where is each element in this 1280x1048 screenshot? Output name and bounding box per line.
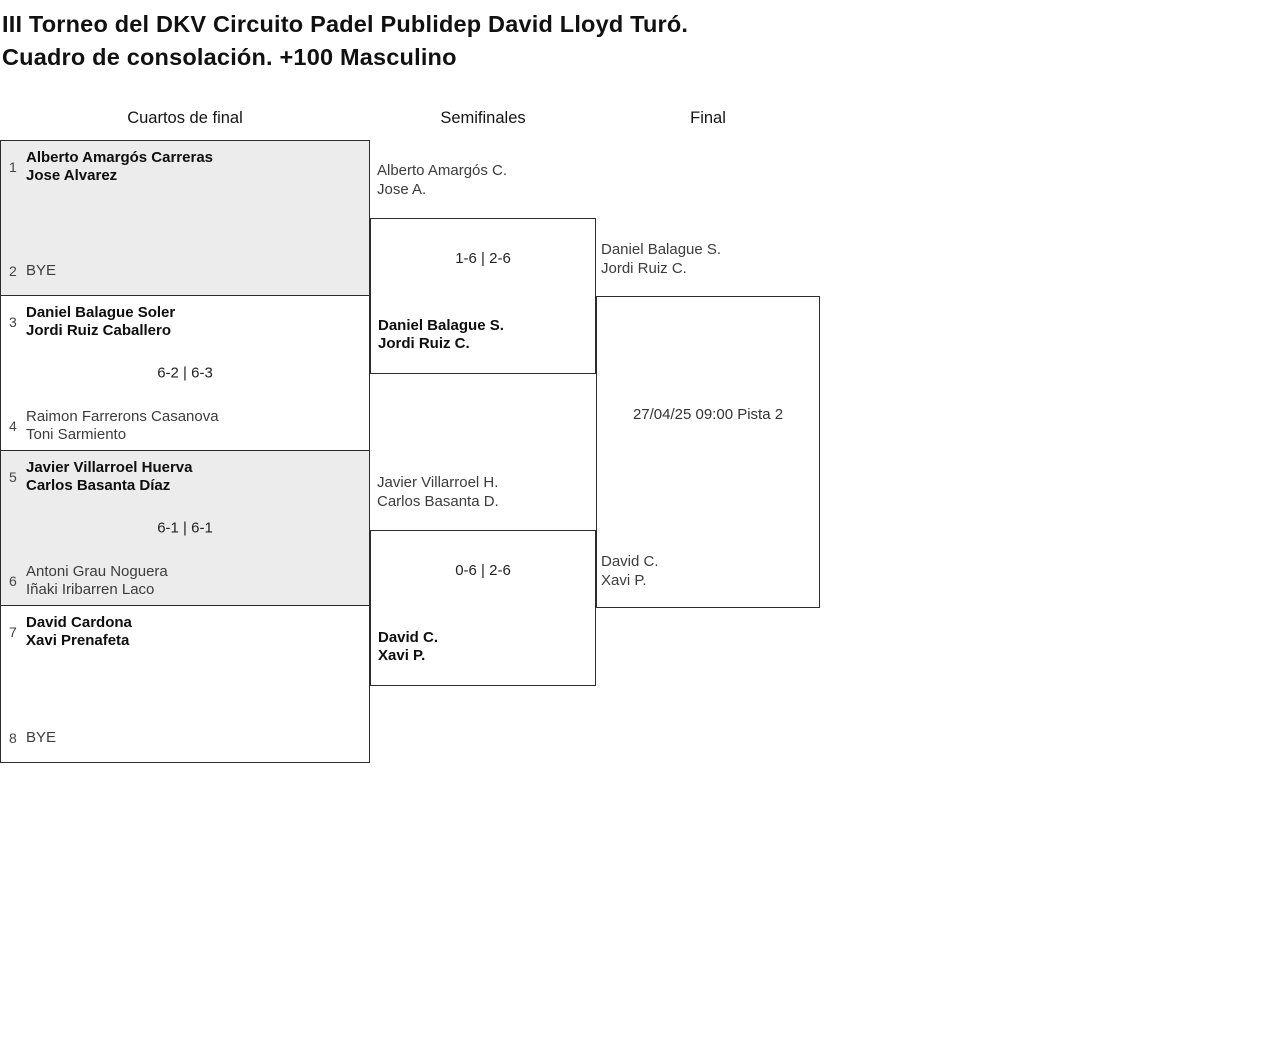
player-name: Iñaki Iribarren Laco [26, 581, 155, 598]
sf-match-1-box: 1-6 | 2-6 Daniel Balague S. Jordi Ruiz C… [370, 218, 596, 374]
team-names: Javier Villarroel Huerva Carlos Basanta … [26, 459, 193, 495]
player-name: David C. [378, 629, 439, 646]
sf2-entrant-top: Javier Villarroel H. Carlos Basanta D. [377, 473, 499, 511]
seed-number: 3 [9, 314, 17, 330]
seed-number: 2 [9, 263, 17, 279]
team-names: Antoni Grau Noguera Iñaki Iribarren Laco [26, 563, 168, 599]
team-entry: 8 BYE [9, 720, 363, 756]
team-entry: 5 Javier Villarroel Huerva Carlos Basant… [9, 459, 363, 495]
team-names: David Cardona Xavi Prenafeta [26, 614, 132, 650]
player-name: Jose A. [377, 181, 427, 198]
seed-number: 8 [9, 730, 17, 746]
team-names: Alberto Amargós Carreras Jose Alvarez [26, 149, 213, 185]
player-name: Jose Alvarez [26, 167, 118, 184]
player-name: Daniel Balague Soler [26, 304, 176, 321]
player-name: Jordi Ruiz C. [378, 335, 470, 352]
player-name: David C. [601, 553, 659, 570]
player-name: Xavi Prenafeta [26, 632, 130, 649]
team-entry: 7 David Cardona Xavi Prenafeta [9, 614, 363, 650]
round-header-semifinals: Semifinales [440, 109, 526, 127]
player-name: Jordi Ruiz Caballero [26, 322, 172, 339]
seed-number: 7 [9, 624, 17, 640]
player-name: Daniel Balague S. [378, 317, 504, 334]
player-name: Alberto Amargós C. [377, 162, 508, 179]
player-name: David Cardona [26, 614, 132, 631]
match-schedule: 27/04/25 09:00 Pista 2 [632, 406, 784, 423]
sf2-winner: David C. Xavi P. [378, 629, 438, 665]
qf-match-3: 5 Javier Villarroel Huerva Carlos Basant… [0, 450, 370, 606]
player-name: Toni Sarmiento [26, 426, 127, 443]
player-name: Raimon Farrerons Casanova [26, 408, 219, 425]
player-name: Carlos Basanta D. [377, 493, 499, 510]
team-entry: 4 Raimon Farrerons Casanova Toni Sarmien… [9, 408, 363, 444]
match-score: 6-2 | 6-3 [157, 364, 213, 382]
tournament-title-line1: III Torneo del DKV Circuito Padel Publid… [2, 11, 689, 37]
final-entrant-bottom: David C. Xavi P. [601, 552, 659, 590]
final-entrant-top: Daniel Balague S. Jordi Ruiz C. [601, 240, 721, 278]
team-entry: 2 BYE [9, 253, 363, 289]
round-header-quarterfinals: Cuartos de final [127, 109, 243, 127]
player-name: Jordi Ruiz C. [601, 260, 687, 277]
tournament-title: III Torneo del DKV Circuito Padel Publid… [2, 8, 688, 74]
team-names: Daniel Balague Soler Jordi Ruiz Caballer… [26, 304, 175, 340]
team-names: BYE [26, 720, 56, 756]
team-names: BYE [26, 253, 56, 289]
player-name: Xavi P. [378, 647, 426, 664]
player-name: Carlos Basanta Díaz [26, 477, 171, 494]
player-name: Javier Villarroel H. [377, 474, 499, 491]
final-match-box: 27/04/25 09:00 Pista 2 [596, 296, 820, 608]
sf1-winner: Daniel Balague S. Jordi Ruiz C. [378, 317, 504, 353]
qf-match-1: 1 Alberto Amargós Carreras Jose Alvarez … [0, 140, 370, 296]
round-header-final: Final [690, 109, 726, 127]
seed-number: 6 [9, 573, 17, 589]
match-score: 0-6 | 2-6 [455, 562, 511, 579]
match-score: 1-6 | 2-6 [455, 250, 511, 267]
team-entry: 1 Alberto Amargós Carreras Jose Alvarez [9, 149, 363, 185]
seed-number: 4 [9, 418, 17, 434]
team-names: Raimon Farrerons Casanova Toni Sarmiento [26, 408, 219, 444]
tournament-title-line2: Cuadro de consolación. +100 Masculino [2, 44, 457, 70]
player-name: Xavi P. [601, 572, 647, 589]
sf1-entrant-top: Alberto Amargós C. Jose A. [377, 161, 507, 199]
team-entry: 6 Antoni Grau Noguera Iñaki Iribarren La… [9, 563, 363, 599]
sf-match-2-box: 0-6 | 2-6 David C. Xavi P. [370, 530, 596, 686]
team-entry: 3 Daniel Balague Soler Jordi Ruiz Caball… [9, 304, 363, 340]
player-name: Antoni Grau Noguera [26, 563, 168, 580]
seed-number: 5 [9, 469, 17, 485]
player-name: BYE [26, 262, 57, 279]
match-score: 6-1 | 6-1 [157, 519, 213, 537]
qf-match-4: 7 David Cardona Xavi Prenafeta 8 BYE [0, 605, 370, 763]
player-name: Alberto Amargós Carreras [26, 149, 214, 166]
qf-match-2: 3 Daniel Balague Soler Jordi Ruiz Caball… [0, 295, 370, 451]
player-name: Javier Villarroel Huerva [26, 459, 193, 476]
player-name: Daniel Balague S. [601, 241, 722, 258]
player-name: BYE [26, 729, 57, 746]
seed-number: 1 [9, 159, 17, 175]
